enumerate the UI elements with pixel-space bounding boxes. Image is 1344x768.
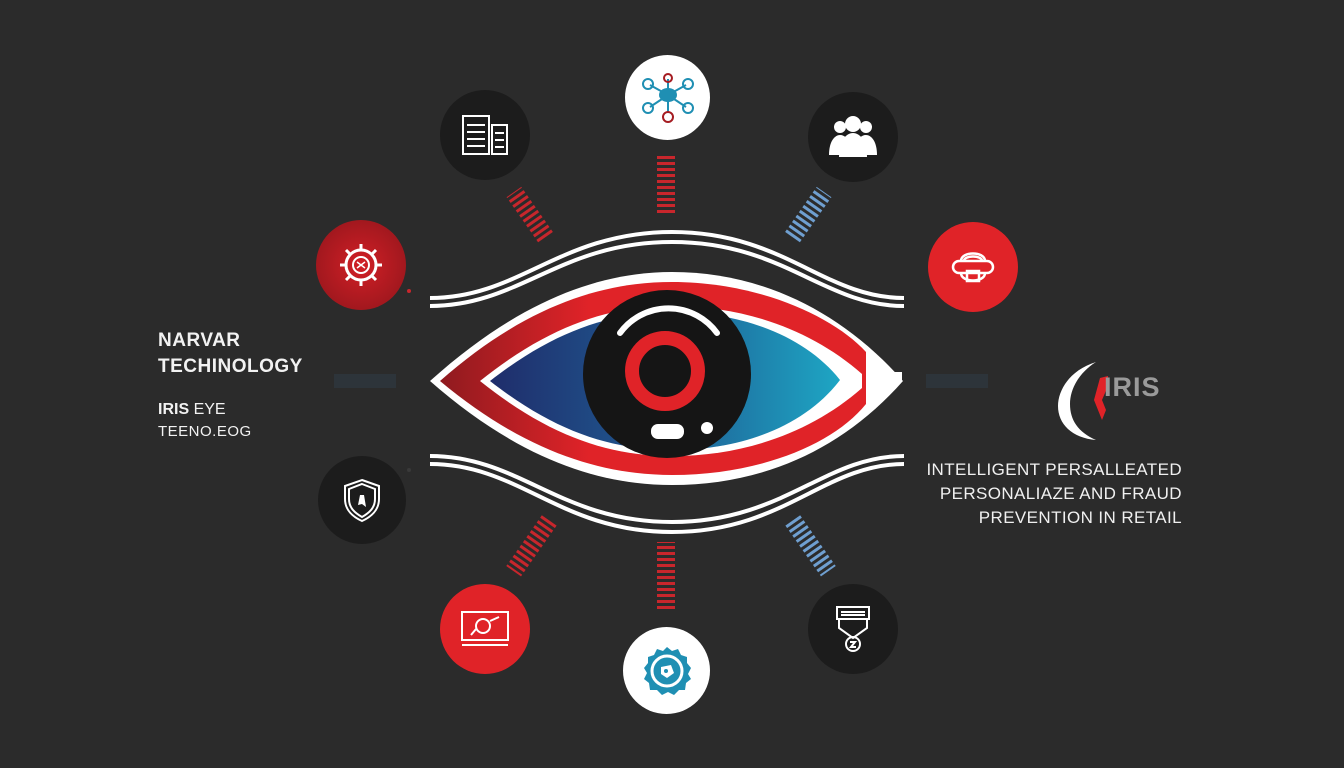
- chain-link-icon: [951, 252, 995, 283]
- company-name-line1: NARVAR: [158, 330, 241, 351]
- medal-icon: [836, 606, 870, 652]
- connector-top-left: [506, 186, 554, 244]
- connector-bottom-left: [506, 513, 558, 577]
- node-bottom: [623, 627, 710, 714]
- tagline-line3: PREVENTION IN RETAIL: [978, 508, 1182, 527]
- server-racks-icon: [462, 115, 508, 155]
- product-name: IRIS EYE: [158, 401, 226, 418]
- node-right-upper: [928, 222, 1018, 312]
- node-left-lower: [318, 456, 406, 544]
- connector-right-faint: [926, 374, 988, 388]
- connector-top-right: [784, 186, 832, 244]
- node-bottom-right: [808, 584, 898, 674]
- connector-top: [657, 156, 675, 214]
- iris-logo-mark-icon: [1058, 362, 1108, 440]
- iris-logo-text: IRIS: [1104, 372, 1161, 402]
- eye-pupil: [583, 290, 751, 458]
- gear-brain-icon: [340, 244, 382, 286]
- node-top: [625, 55, 710, 140]
- lower-wave-lines: [429, 454, 905, 535]
- shield-icon: [344, 478, 380, 523]
- node-top-left: [440, 90, 530, 180]
- user-group-icon: [829, 116, 877, 157]
- product-subtitle: TEENO.EOG: [158, 423, 252, 440]
- network-hub-icon: [641, 72, 694, 123]
- left-text-block: NARVAR TECHINOLOGY IRIS EYE TEENO.EOG: [158, 328, 303, 444]
- monitor-icon: [461, 611, 509, 646]
- company-name-line2: TECHINOLOGY: [158, 356, 303, 377]
- badge-gear-icon: [643, 646, 691, 695]
- node-top-right: [808, 92, 898, 182]
- connector-bottom: [657, 542, 675, 612]
- node-bottom-left: [440, 584, 530, 674]
- tagline-line2: PERSONALIAZE AND FRAUD: [939, 484, 1182, 503]
- right-text-block: INTELLIGENT PERSALLEATED PERSONALIAZE AN…: [926, 458, 1182, 530]
- connector-bottom-right: [784, 513, 836, 577]
- upper-wave-lines: [429, 229, 905, 308]
- node-left-upper: [316, 220, 406, 310]
- connector-left-faint: [334, 374, 396, 388]
- tagline-line1: INTELLIGENT PERSALLEATED: [926, 460, 1182, 479]
